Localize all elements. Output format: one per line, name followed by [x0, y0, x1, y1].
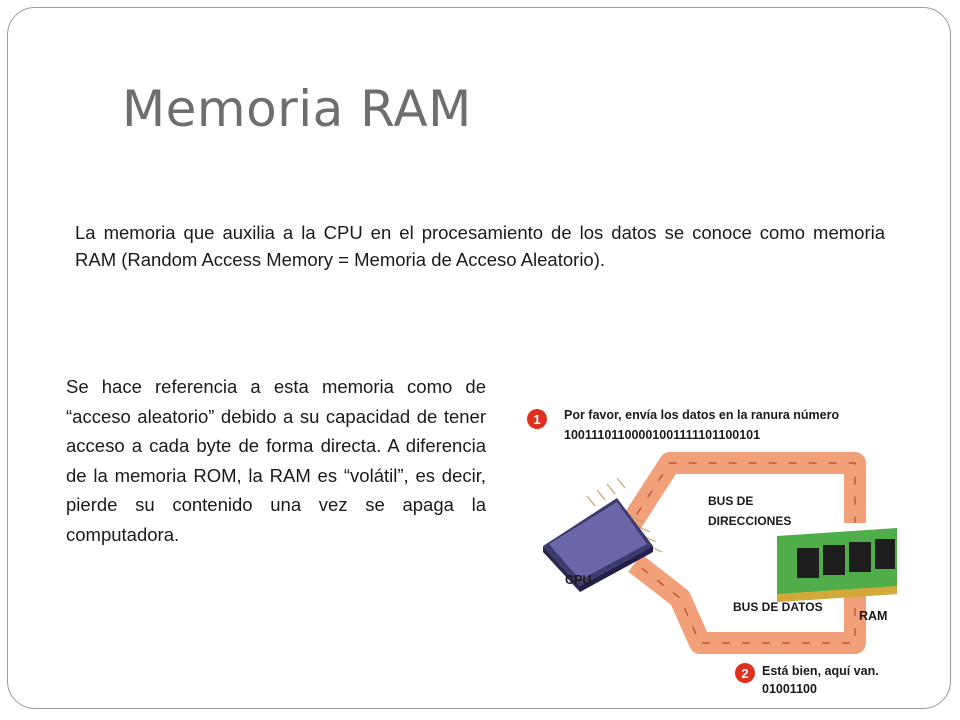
- step1-number: 1: [533, 412, 540, 427]
- step1-text: Por favor, envía los datos en la ranura …: [564, 408, 839, 422]
- step1-badge: [527, 409, 547, 429]
- ram-label: RAM: [859, 609, 887, 623]
- cpu-chip-icon: [543, 477, 663, 592]
- address-bus-band: [605, 452, 866, 554]
- bus-data-label: BUS DE DATOS: [733, 600, 823, 614]
- bus-address-label-line1: BUS DE: [708, 494, 753, 508]
- bus-address-label-line2: DIRECCIONES: [708, 514, 791, 528]
- cpu-ram-bus-diagram: 1 Por favor, envía los datos en la ranur…: [525, 398, 897, 702]
- cpu-label: CPU: [565, 573, 591, 587]
- intro-paragraph: La memoria que auxilia a la CPU en el pr…: [75, 222, 885, 270]
- step2-number: 2: [741, 666, 748, 681]
- ram-module-icon: [777, 528, 897, 602]
- data-bus-band: [628, 554, 866, 654]
- step2-badge: [735, 663, 755, 683]
- body-paragraph: Se hace referencia a esta memoria como d…: [66, 376, 486, 545]
- step2-data: 01001100: [762, 682, 817, 696]
- slide-title: Memoria RAM: [122, 80, 472, 138]
- step1-address: 10011101100001001111101100101: [564, 428, 760, 442]
- step2-text: Está bien, aquí van.: [762, 664, 879, 678]
